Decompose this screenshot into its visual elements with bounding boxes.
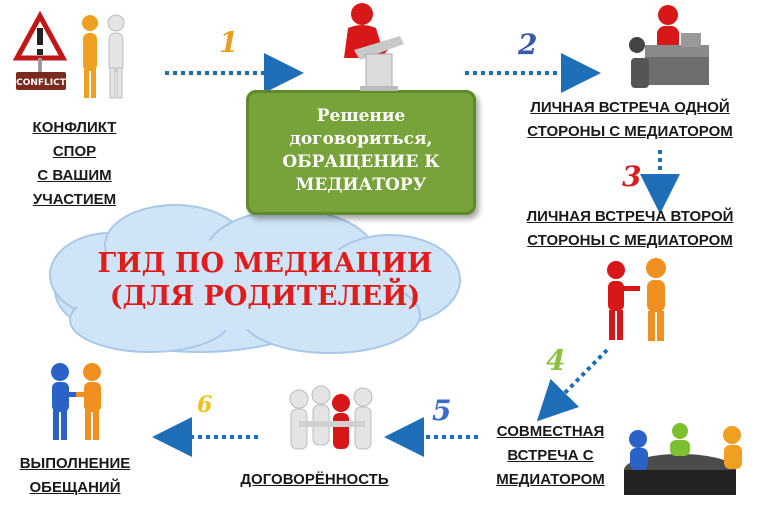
decision-line-2: договориться, xyxy=(289,129,433,149)
step-number-4: 4 xyxy=(546,344,566,377)
two-people-arguing-icon xyxy=(607,258,666,341)
decision-line-4: МЕДИАТОРУ xyxy=(295,175,427,195)
handshake-icon xyxy=(51,363,101,440)
agreement-line-1: ДОГОВОРЁННОСТЬ xyxy=(240,471,389,488)
joint-meeting-line-3: МЕДИАТОРОМ xyxy=(496,471,605,488)
decision-line-1: Решение xyxy=(316,106,406,126)
conflict-line-3: С ВАШИМ xyxy=(37,167,112,184)
decision-box: Решение договориться, ОБРАЩЕНИЕ К МЕДИАТ… xyxy=(246,90,476,215)
fulfillment-line-1: ВЫПОЛНЕНИЕ xyxy=(19,455,131,472)
group-hug-icon xyxy=(289,385,373,450)
fulfillment-label: ВЫПОЛНЕНИЕ ОБЕЩАНИЙ xyxy=(5,452,145,500)
meeting-one-label: ЛИЧНАЯ ВСТРЕЧА ОДНОЙ СТОРОНЫ С МЕДИАТОРО… xyxy=(505,96,755,144)
meeting-two-line-2: СТОРОНЫ С МЕДИАТОРОМ xyxy=(527,232,733,249)
conflict-figures-icon: CONFLICT xyxy=(12,10,125,99)
joint-meeting-line-2: ВСТРЕЧА С xyxy=(507,447,594,464)
conflict-label: КОНФЛИКТ СПОР С ВАШИМ УЧАСТИЕМ xyxy=(12,116,137,212)
meeting-two-line-1: ЛИЧНАЯ ВСТРЕЧА ВТОРОЙ xyxy=(526,208,734,225)
meeting-one-line-1: ЛИЧНАЯ ВСТРЕЧА ОДНОЙ xyxy=(530,99,730,116)
conflict-line-2: СПОР xyxy=(52,143,97,160)
step-number-2: 2 xyxy=(518,28,538,61)
conflict-line-1: КОНФЛИКТ xyxy=(32,119,117,136)
arrow-4 xyxy=(536,348,609,422)
cloud-title-line-1: ГИД ПО МЕДИАЦИИ xyxy=(97,248,433,279)
step-number-6: 6 xyxy=(197,392,213,418)
agreement-label: ДОГОВОРЁННОСТЬ xyxy=(222,468,407,492)
cloud-title-line-2: (ДЛЯ РОДИТЕЛЕЙ) xyxy=(109,281,421,312)
conflict-sign-text: CONFLICT xyxy=(16,78,67,88)
step-number-5: 5 xyxy=(432,394,452,427)
meeting-desk-icon xyxy=(629,5,709,88)
meeting-one-line-2: СТОРОНЫ С МЕДИАТОРОМ xyxy=(527,123,733,140)
decision-line-3: ОБРАЩЕНИЕ К xyxy=(282,152,440,172)
cloud-title: ГИД ПО МЕДИАЦИИ (ДЛЯ РОДИТЕЛЕЙ) xyxy=(95,248,435,312)
step-number-1: 1 xyxy=(219,26,239,59)
step-number-3: 3 xyxy=(622,160,642,193)
speaker-podium-icon xyxy=(344,3,404,91)
conflict-line-4: УЧАСТИЕМ xyxy=(32,191,117,208)
joint-meeting-line-1: СОВМЕСТНАЯ xyxy=(496,423,605,440)
joint-meeting-label: СОВМЕСТНАЯ ВСТРЕЧА С МЕДИАТОРОМ xyxy=(478,420,623,492)
round-table-icon xyxy=(624,423,742,495)
fulfillment-line-2: ОБЕЩАНИЙ xyxy=(29,479,121,496)
meeting-two-label: ЛИЧНАЯ ВСТРЕЧА ВТОРОЙ СТОРОНЫ С МЕДИАТОР… xyxy=(505,205,755,253)
